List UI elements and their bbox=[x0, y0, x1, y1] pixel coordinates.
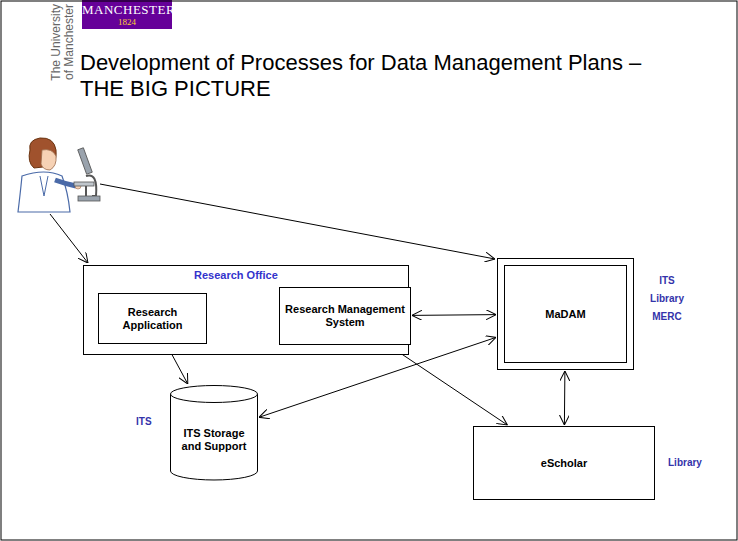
process-box: Research Management System bbox=[279, 287, 411, 345]
connector-arrow bbox=[390, 346, 508, 425]
logo-panel bbox=[82, 0, 172, 29]
node-text: Research Management System bbox=[280, 303, 410, 329]
system-box: MaDAM bbox=[497, 258, 634, 370]
cylinder-top bbox=[171, 386, 258, 403]
node-label: Research Application bbox=[103, 306, 202, 332]
logo-wordmark: MANCHESTER bbox=[82, 2, 172, 17]
team-label: Library bbox=[668, 457, 702, 469]
connector-arrow bbox=[564, 371, 566, 425]
connector-arrow bbox=[412, 314, 496, 316]
cylinder-body bbox=[171, 394, 258, 480]
pointer-line bbox=[100, 184, 495, 259]
node-text: Research Application bbox=[99, 306, 206, 332]
scientist-illustration bbox=[18, 138, 100, 212]
university-name: The University of Manchester bbox=[50, 4, 76, 92]
storage-cylinder: ITS Storage and Support bbox=[170, 385, 258, 480]
logo-year: 1824 bbox=[82, 17, 172, 27]
node-label: ITS Storage and Support bbox=[174, 427, 254, 453]
node-label: Research Management System bbox=[284, 303, 406, 329]
pointer-line bbox=[50, 214, 88, 263]
team-label: ITS bbox=[136, 416, 152, 428]
team-label: ITS Library MERC bbox=[644, 272, 690, 326]
group-box: Research OfficeResearch Application Resea… bbox=[83, 265, 409, 355]
process-box: eScholar bbox=[473, 426, 655, 500]
node-label: eScholar bbox=[541, 457, 587, 470]
process-box: Research Application bbox=[98, 293, 207, 344]
node-text: eScholar bbox=[537, 457, 591, 470]
node-text: MaDAM bbox=[541, 308, 589, 321]
group-heading: Research Office bbox=[194, 269, 278, 282]
node-text: ITS Storage and Support bbox=[170, 427, 258, 453]
node-label: MaDAM bbox=[545, 308, 585, 321]
slide-title: Development of Processes for Data Manage… bbox=[80, 50, 670, 102]
